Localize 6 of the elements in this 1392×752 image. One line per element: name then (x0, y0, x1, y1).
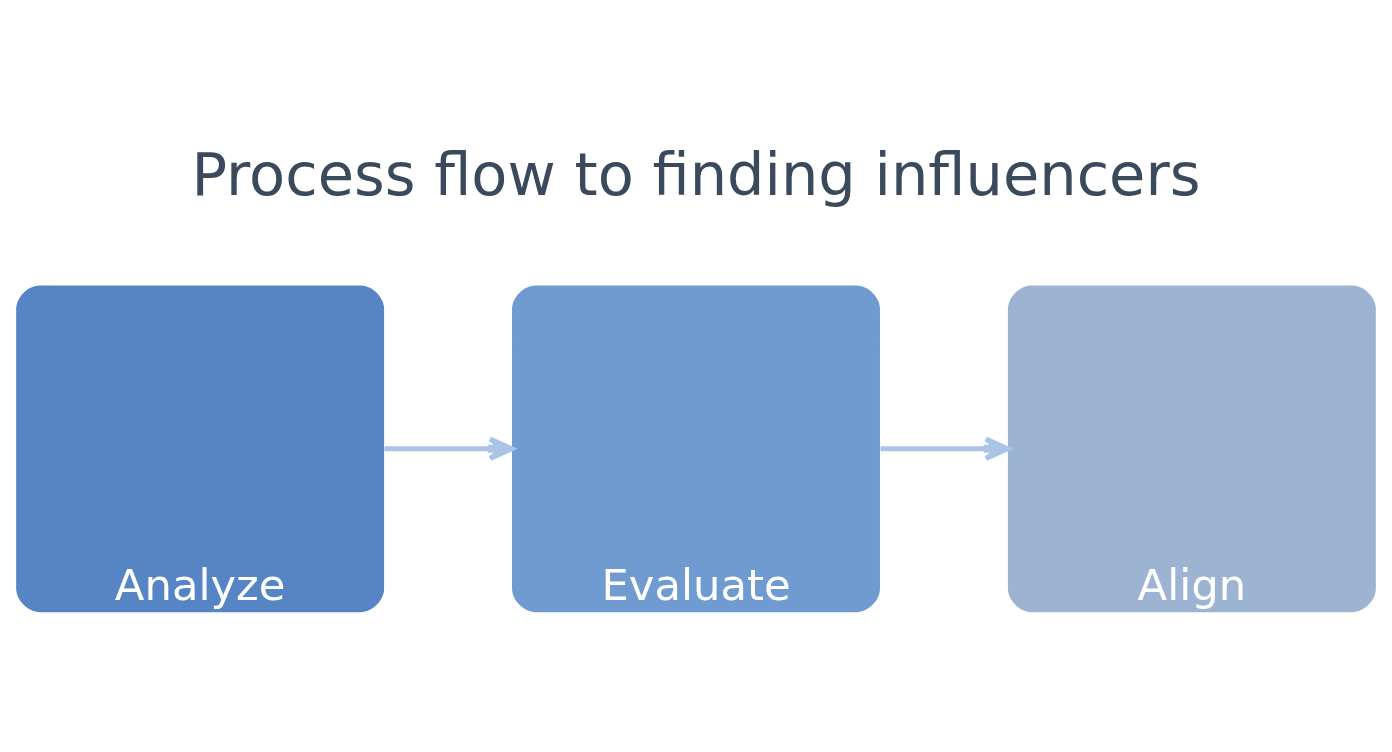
diagram-title: Process flow to finding influencers (191, 139, 1201, 209)
arrow (880, 436, 1011, 461)
node-box: Analyze (16, 285, 385, 613)
arrow (384, 436, 515, 461)
node-box: Align (1007, 285, 1376, 613)
node-box: Evaluate (512, 285, 880, 613)
